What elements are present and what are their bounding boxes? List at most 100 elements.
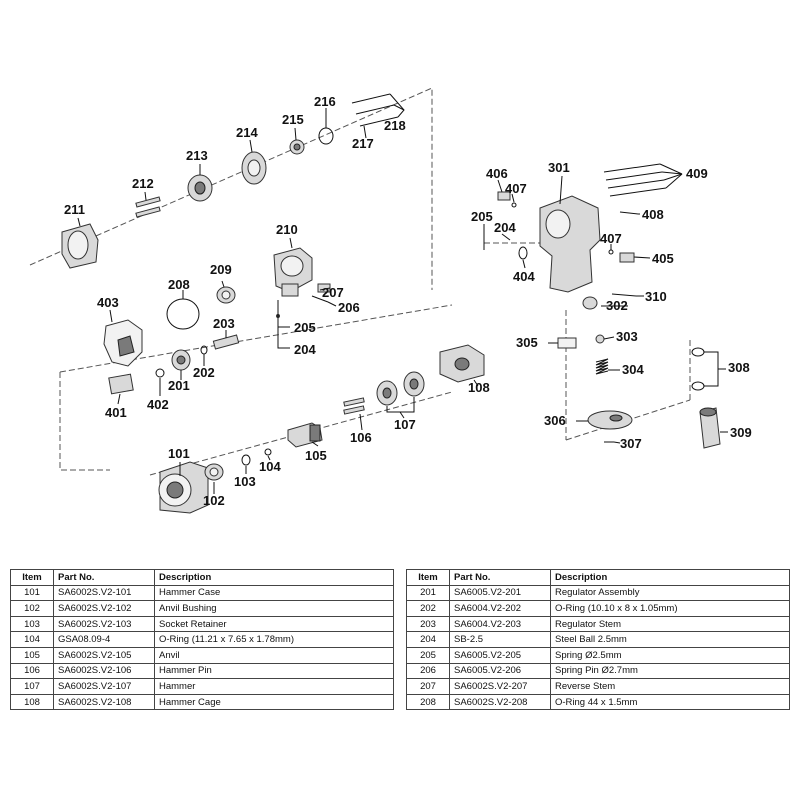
header-part-no: Part No. [53,569,155,586]
callout-105: 105 [305,448,327,463]
cell-item: 101 [10,584,54,602]
part-305 [557,337,577,349]
part-106-hammer-pin [343,397,365,415]
callout-107: 107 [394,417,416,432]
cell-part-no: SB-2.5 [449,631,551,648]
cell-description: Regulator Stem [550,615,790,633]
callout-205-lower: 205 [294,320,316,335]
header-description: Description [550,569,790,586]
cell-description: Reverse Stem [550,678,790,695]
part-103-socket-retainer [241,454,251,466]
cell-description: Hammer Cage [154,693,394,711]
callout-204-lower: 204 [294,342,316,357]
header-description: Description [154,569,394,586]
header-part-no: Part No. [449,569,551,586]
callout-218: 218 [384,118,406,133]
cell-item: 201 [406,584,450,602]
cell-description: Spring Pin Ø2.7mm [550,662,790,680]
cell-item: 204 [406,631,450,648]
part-201-regulator-assembly [171,349,191,371]
callout-103: 103 [234,474,256,489]
part-406 [497,191,511,201]
callout-304: 304 [622,362,644,377]
callout-301: 301 [548,160,570,175]
callout-201: 201 [168,378,190,393]
part-206-spring-pin [311,295,329,303]
part-210 [273,247,313,297]
callout-306: 306 [544,413,566,428]
cell-item: 205 [406,646,450,664]
part-306 [587,410,633,430]
cell-item: 103 [10,615,54,633]
cell-description: O-Ring 44 x 1.5mm [550,693,790,711]
cell-item: 108 [10,693,54,711]
callout-405: 405 [652,251,674,266]
callout-303: 303 [616,329,638,344]
cell-part-no: SA6002S.V2-207 [449,678,551,695]
part-108-hammer-cage [439,344,485,383]
cell-item: 202 [406,600,450,617]
cell-description: Steel Ball 2.5mm [550,631,790,648]
part-310 [611,293,637,297]
exploded-parts-diagram: 101 102 103 104 105 106 107 108 201 202 … [29,87,752,514]
callout-210: 210 [276,222,298,237]
cell-part-no: SA6005.V2-206 [449,662,551,680]
callout-309: 309 [730,425,752,440]
cell-part-no: SA6002S.V2-107 [53,678,155,695]
header-item: Item [406,569,450,586]
part-408 [619,211,639,215]
part-214 [241,151,267,185]
callout-305: 305 [516,335,538,350]
callout-209: 209 [210,262,232,277]
cell-description: Spring Ø2.5mm [550,646,790,664]
part-105-anvil [287,422,323,448]
cell-item: 207 [406,678,450,695]
callout-212: 212 [132,176,154,191]
part-209 [216,286,236,304]
cell-part-no: SA6002S.V2-103 [53,615,155,633]
leader-lines [77,93,728,494]
part-304-spring [595,358,609,375]
part-208-o-ring [166,298,200,330]
cell-part-no: SA6004.V2-203 [449,615,551,633]
table-header-row: Item Part No. Description [406,569,790,586]
part-309-fitting [699,407,721,449]
callout-202: 202 [193,365,215,380]
callout-108: 108 [468,380,490,395]
cell-item: 107 [10,678,54,695]
table-header-row: Item Part No. Description [10,569,394,586]
cell-description: Socket Retainer [154,615,394,633]
cell-part-no: SA6004.V2-202 [449,600,551,617]
cell-item: 206 [406,662,450,680]
callout-307: 307 [620,436,642,451]
callout-308: 308 [728,360,750,375]
cell-description: Hammer [154,678,394,695]
cell-part-no: SA6002S.V2-102 [53,600,155,617]
callout-101: 101 [168,446,190,461]
part-402 [155,368,165,378]
callout-217: 217 [352,136,374,151]
part-203-regulator-stem [212,334,240,350]
cell-item: 102 [10,600,54,617]
callout-310: 310 [645,289,667,304]
callout-labels: 101 102 103 104 105 106 107 108 201 202 … [64,94,752,508]
cell-part-no: SA6005.V2-201 [449,584,551,602]
part-409-pins [603,163,667,197]
part-403-gasket [103,319,143,367]
callout-302: 302 [606,298,628,313]
part-405 [619,252,635,263]
callout-404: 404 [513,269,535,284]
callout-406: 406 [486,166,508,181]
cell-description: O-Ring (11.21 x 7.65 x 1.78mm) [154,631,394,648]
header-item: Item [10,569,54,586]
part-211 [61,223,99,269]
